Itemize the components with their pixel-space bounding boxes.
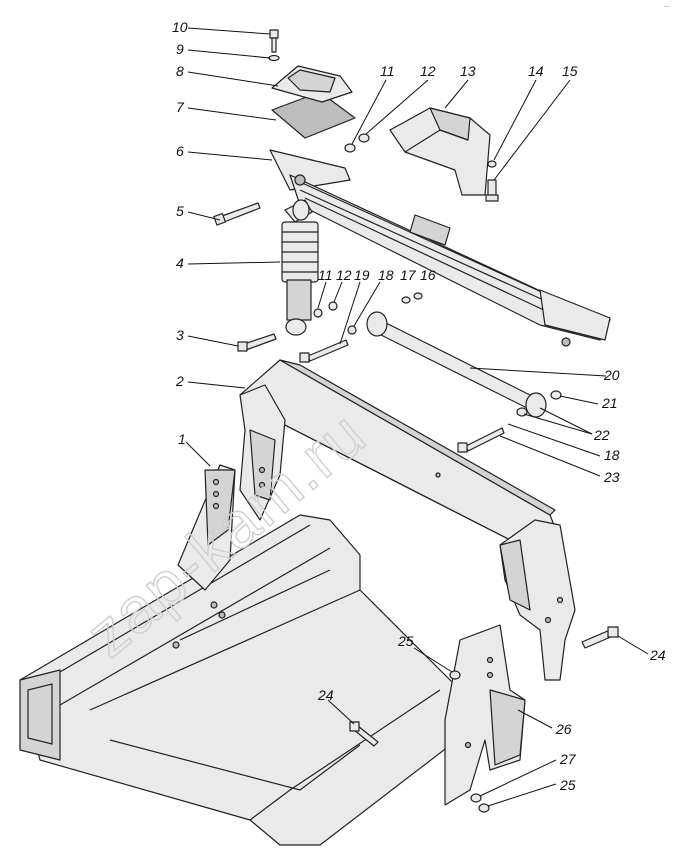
callout-18-right: 18 (604, 447, 620, 463)
part-3-bolt (237, 333, 277, 352)
callout-14: 14 (528, 63, 544, 79)
callout-24-right: 24 (649, 647, 666, 663)
part-2-cross-member (239, 359, 576, 681)
part-24-bolt-left (349, 721, 379, 747)
callout-5: 5 (176, 203, 184, 219)
callout-1: 1 (178, 431, 186, 447)
callout-17: 17 (400, 267, 417, 283)
part-15-bolt (485, 179, 499, 202)
callout-6: 6 (176, 143, 184, 159)
part-1-left-bracket (177, 464, 236, 591)
callout-16: 16 (420, 267, 436, 283)
callout-23: 23 (603, 469, 620, 485)
part-20-rod (366, 311, 547, 418)
corner-mark: — (664, 4, 670, 10)
callout-3: 3 (176, 327, 184, 343)
callout-11-mid: 11 (318, 267, 333, 283)
part-26-right-bracket (444, 624, 526, 806)
callout-27: 27 (559, 751, 577, 767)
part-4-shock-absorber (281, 199, 319, 336)
callout-25-bottom: 25 (559, 777, 576, 793)
part-8-bumper (271, 65, 353, 103)
callout-7: 7 (176, 99, 185, 115)
callout-10: 10 (172, 19, 188, 35)
callout-25-mid: 25 (397, 633, 414, 649)
callout-4: 4 (176, 255, 184, 271)
callout-26: 26 (555, 721, 572, 737)
callout-24-left: 24 (317, 687, 334, 703)
part-9-washer (268, 54, 280, 62)
part-5-bolt (213, 202, 261, 226)
callout-2: 2 (175, 373, 184, 389)
vehicle-frame (19, 514, 471, 846)
callout-20: 20 (603, 367, 620, 383)
callout-8: 8 (176, 63, 184, 79)
callout-21: 21 (601, 395, 618, 411)
part-6-leaf-spring (269, 149, 611, 347)
leader-lines (185, 27, 649, 807)
part-7-pad (271, 91, 356, 139)
part-13-spring-support (389, 107, 491, 196)
callout-15: 15 (562, 63, 578, 79)
callout-18-mid: 18 (378, 267, 394, 283)
part-23-bolt (457, 427, 505, 453)
callout-9: 9 (176, 41, 184, 57)
callout-11-top: 11 (380, 63, 395, 79)
part-19-bolt (299, 339, 349, 363)
part-24-bolt-right (581, 626, 619, 649)
callout-22: 22 (593, 427, 610, 443)
part-10-bolt (269, 29, 279, 53)
callout-12-top: 12 (420, 63, 436, 79)
callout-13: 13 (460, 63, 476, 79)
callout-19: 19 (354, 267, 370, 283)
callout-labels: 10 9 8 7 6 5 4 3 2 1 11 12 13 14 15 11 1… (172, 19, 666, 793)
small-hardware (313, 133, 562, 813)
callout-12-mid: 12 (336, 267, 352, 283)
